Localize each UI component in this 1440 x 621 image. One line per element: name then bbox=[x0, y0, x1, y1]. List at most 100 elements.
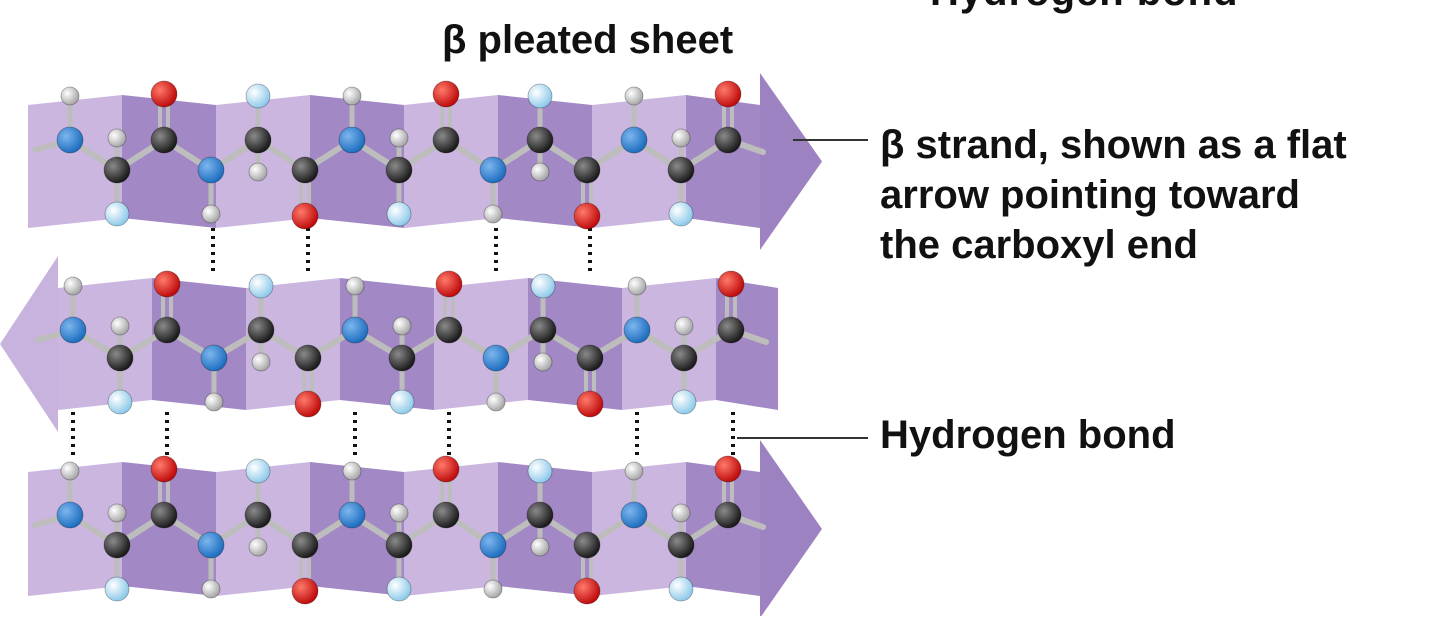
ribbon-segment bbox=[404, 462, 498, 596]
carbon-atom bbox=[714, 126, 742, 154]
side-chain-atom bbox=[104, 201, 130, 227]
ribbon-segment bbox=[592, 95, 686, 228]
hydrogen-atom bbox=[107, 503, 127, 523]
ribbon-segment bbox=[216, 462, 310, 596]
oxygen-atom bbox=[714, 455, 742, 483]
hydrogen-atom bbox=[345, 276, 365, 296]
carbon-atom bbox=[247, 316, 275, 344]
hydrogen-atom bbox=[392, 316, 412, 336]
oxygen-atom bbox=[717, 270, 745, 298]
ribbon-segment bbox=[28, 462, 122, 596]
strand-ribbons bbox=[0, 73, 822, 618]
carbon-atom bbox=[291, 156, 319, 184]
hydrogen-bonds bbox=[71, 228, 735, 460]
hydrogen-atom bbox=[342, 86, 362, 106]
ribbon-segment bbox=[434, 278, 528, 410]
side-chain-atom bbox=[104, 576, 130, 602]
side-chain-atom bbox=[671, 389, 697, 415]
carbon-atom bbox=[432, 126, 460, 154]
ribbon-segment bbox=[122, 95, 216, 228]
oxygen-atom bbox=[714, 80, 742, 108]
hydrogen-bond-label: Hydrogen bond bbox=[880, 413, 1176, 457]
ribbon-segment bbox=[404, 95, 498, 228]
nitrogen-atom bbox=[59, 316, 87, 344]
nitrogen-atom bbox=[197, 531, 225, 559]
ribbon-segment bbox=[28, 95, 122, 228]
ribbon-segment bbox=[592, 462, 686, 596]
hydrogen-atom bbox=[248, 537, 268, 557]
hydrogen-atom bbox=[674, 316, 694, 336]
carbon-atom bbox=[717, 316, 745, 344]
hydrogen-atom bbox=[110, 316, 130, 336]
hydrogen-atom bbox=[63, 276, 83, 296]
side-chain-atom bbox=[386, 576, 412, 602]
strand-arrowhead-left bbox=[0, 256, 58, 432]
carbon-atom bbox=[670, 344, 698, 372]
side-chain-atom bbox=[248, 273, 274, 299]
hydrogen-atom bbox=[624, 461, 644, 481]
strand-label-line-1: β strand, shown as a flat bbox=[880, 123, 1347, 167]
side-chain-atom bbox=[245, 83, 271, 109]
hydrogen-atom bbox=[201, 204, 221, 224]
hydrogen-atom bbox=[248, 162, 268, 182]
hydrogen-atom bbox=[627, 276, 647, 296]
oxygen-atom bbox=[294, 390, 322, 418]
carbon-atom bbox=[291, 531, 319, 559]
hydrogen-atom bbox=[342, 461, 362, 481]
nitrogen-atom bbox=[341, 316, 369, 344]
oxygen-atom bbox=[150, 455, 178, 483]
beta-strand-label: β strand, shown as a flat arrow pointing… bbox=[880, 120, 1347, 270]
side-chain-atom bbox=[527, 83, 553, 109]
nitrogen-atom bbox=[200, 344, 228, 372]
carbon-atom bbox=[150, 126, 178, 154]
hydrogen-atom bbox=[483, 579, 503, 599]
ribbon-segment bbox=[246, 278, 340, 410]
ribbon-segment bbox=[340, 278, 434, 410]
hydrogen-atom bbox=[530, 162, 550, 182]
ribbon-segment bbox=[498, 95, 592, 228]
hydrogen-atom bbox=[60, 86, 80, 106]
ribbon-segment bbox=[310, 462, 404, 596]
oxygen-atom bbox=[150, 80, 178, 108]
leader-lines bbox=[737, 139, 868, 439]
hydrogen-atom bbox=[624, 86, 644, 106]
oxygen-atom bbox=[573, 202, 601, 230]
carbon-atom bbox=[294, 344, 322, 372]
strand-arrowhead-right bbox=[760, 73, 822, 250]
carbon-atom bbox=[385, 156, 413, 184]
ribbon-segment bbox=[686, 462, 760, 596]
carbon-atom bbox=[150, 501, 178, 529]
carbon-atom bbox=[153, 316, 181, 344]
side-chain-atom bbox=[386, 201, 412, 227]
oxygen-atom bbox=[573, 577, 601, 605]
carbon-atom bbox=[714, 501, 742, 529]
beta-sheet-title: β pleated sheet bbox=[442, 18, 734, 62]
ribbon-segment bbox=[686, 95, 760, 228]
nitrogen-atom bbox=[482, 344, 510, 372]
cut-off-heading: Hydrogen bond bbox=[930, 0, 1239, 15]
side-chain-atom bbox=[530, 273, 556, 299]
carbon-atom bbox=[529, 316, 557, 344]
hydrogen-atom bbox=[483, 204, 503, 224]
carbon-atom bbox=[103, 531, 131, 559]
oxygen-atom bbox=[432, 455, 460, 483]
carbon-atom bbox=[244, 126, 272, 154]
oxygen-atom bbox=[432, 80, 460, 108]
hydrogen-atom bbox=[389, 128, 409, 148]
nitrogen-atom bbox=[479, 531, 507, 559]
ribbon-segment bbox=[310, 95, 404, 228]
side-chain-atom bbox=[527, 458, 553, 484]
carbon-atom bbox=[526, 126, 554, 154]
carbon-atom bbox=[667, 156, 695, 184]
hydrogen-atom bbox=[251, 352, 271, 372]
ribbon-segment bbox=[528, 278, 622, 410]
nitrogen-atom bbox=[197, 156, 225, 184]
ribbon-segment bbox=[716, 278, 778, 410]
ribbon-segment bbox=[122, 462, 216, 596]
carbon-atom bbox=[435, 316, 463, 344]
hydrogen-atom bbox=[389, 503, 409, 523]
carbon-atom bbox=[526, 501, 554, 529]
side-chain-atom bbox=[389, 389, 415, 415]
